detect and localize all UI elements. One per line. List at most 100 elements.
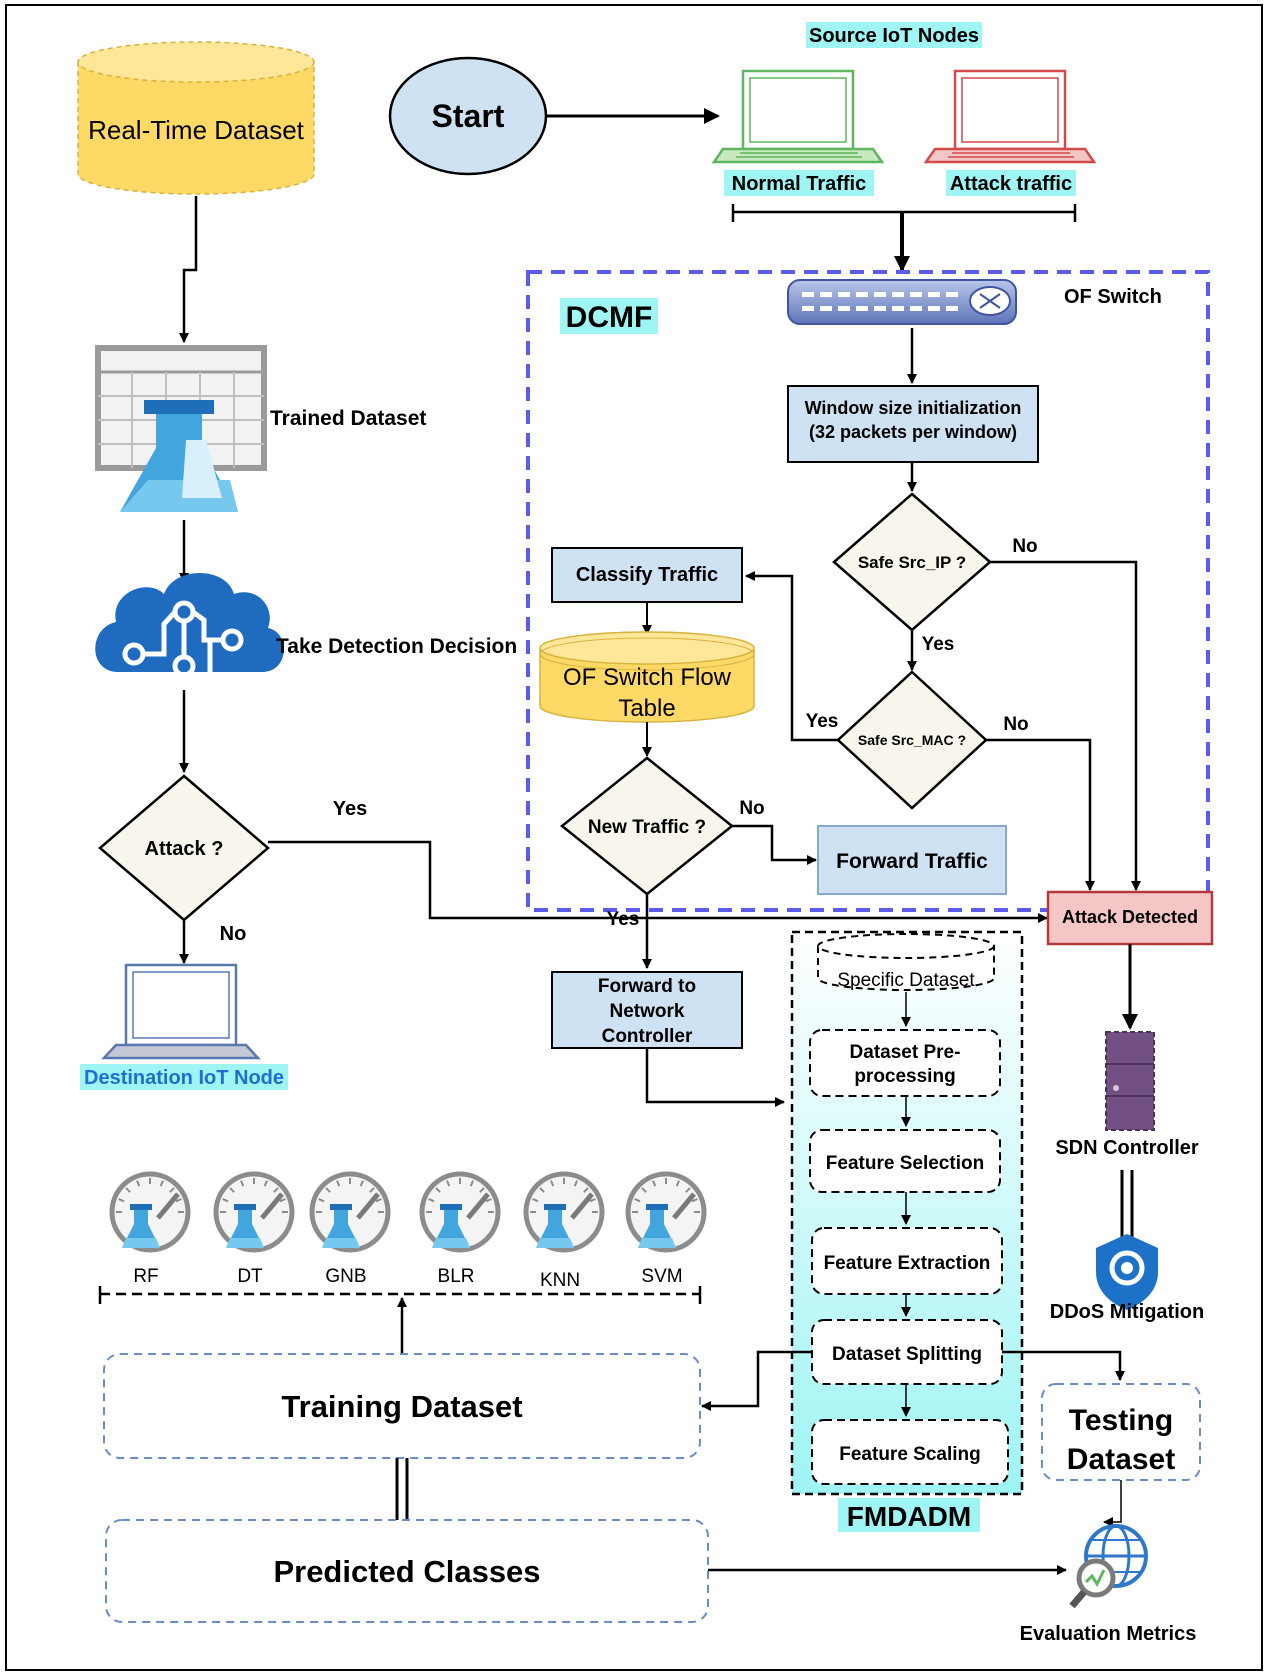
- destination-highlight: [80, 1064, 288, 1090]
- feature-extraction-label: Feature Extraction: [824, 1253, 991, 1274]
- mac-no-label: No: [1003, 714, 1028, 735]
- arrow-ip-no-to-detected: [990, 560, 1141, 891]
- feature-scaling-label: Feature Scaling: [839, 1444, 981, 1465]
- forward-traffic-box: [817, 825, 1007, 895]
- fmdadm-highlight: [838, 1498, 980, 1532]
- model-dt-icon: [213, 1171, 295, 1253]
- ip-no-label: No: [1012, 536, 1037, 557]
- window-init-line1: Window size initialization: [805, 398, 1022, 418]
- model-knn-label: KNN: [540, 1270, 580, 1291]
- arrow-new-no-to-forward: [732, 824, 817, 865]
- classify-traffic-box: [551, 547, 743, 603]
- evaluation-metrics-icon: [1069, 1524, 1148, 1609]
- brain-cloud-icon: [95, 573, 284, 678]
- dcmf-frame: [526, 270, 1210, 912]
- normal-traffic-highlight: [724, 170, 874, 196]
- specific-dataset-label: Specific Dataset: [837, 970, 975, 991]
- new-traffic-label: New Traffic ?: [588, 817, 706, 838]
- model-gnb-icon: [309, 1171, 391, 1253]
- flow-table-line1: OF Switch Flow: [563, 664, 732, 691]
- predicted-classes-box: [105, 1519, 709, 1623]
- attack-decision-label: Attack ?: [145, 838, 224, 860]
- window-init-box: [787, 385, 1039, 463]
- forward-controller-box: [551, 971, 743, 1049]
- model-blr-icon: [419, 1171, 501, 1253]
- safe-src-mac-label: Safe Src_MAC ?: [858, 732, 966, 748]
- of-switch-label: OF Switch: [1064, 286, 1162, 308]
- testing-dataset-line1: Testing: [1069, 1404, 1173, 1437]
- dcmf-label: DCMF: [566, 301, 653, 334]
- model-rf-icon: [109, 1171, 191, 1253]
- model-blr-label: BLR: [438, 1266, 475, 1287]
- forward-controller-line2: Network: [610, 1001, 685, 1022]
- training-dataset-box: [103, 1353, 701, 1459]
- fmdadm-label: FMDADM: [847, 1501, 971, 1532]
- model-dt-label: DT: [237, 1266, 263, 1287]
- attack-traffic-label: Attack traffic: [950, 173, 1072, 195]
- safe-src-ip-label: Safe Src_IP ?: [858, 553, 966, 572]
- sdn-controller-icon: [1105, 1031, 1155, 1131]
- flow-table-line2: Table: [618, 695, 675, 722]
- normal-traffic-label: Normal Traffic: [732, 173, 866, 195]
- testing-dataset-box: [1041, 1383, 1201, 1481]
- model-svm-icon: [625, 1171, 707, 1253]
- feature-selection-box: [809, 1129, 1001, 1193]
- shield-icon: [1096, 1234, 1158, 1310]
- take-detection-label: Take Detection Decision: [276, 635, 517, 658]
- start-label: Start: [432, 98, 505, 134]
- attack-detected-box: [1046, 890, 1214, 946]
- real-time-dataset-label: Real-Time Dataset: [88, 115, 305, 145]
- training-dataset-label: Training Dataset: [281, 1389, 522, 1424]
- specific-dataset-cylinder: [817, 933, 995, 991]
- preprocessing-box: [809, 1029, 1001, 1097]
- new-no-label: No: [739, 798, 764, 819]
- source-nodes-highlight: [806, 22, 982, 48]
- arrow-controller-to-fmdadm: [645, 1048, 785, 1107]
- arrow-mac-no-to-detected: [986, 738, 1095, 891]
- arrow-splitting-to-testing: [1002, 1350, 1125, 1381]
- laptop-red-icon: [923, 69, 1097, 164]
- sdn-controller-label: SDN Controller: [1055, 1137, 1199, 1159]
- trained-dataset-label: Trained Dataset: [270, 407, 426, 430]
- outer-frame: [5, 4, 1263, 1671]
- model-svm-label: SVM: [641, 1266, 682, 1287]
- arrow-mac-yes-to-classify: [745, 571, 838, 742]
- model-rf-label: RF: [133, 1266, 158, 1287]
- destination-label: Destination IoT Node: [84, 1067, 284, 1089]
- safe-src-mac-diamond: [836, 670, 988, 810]
- window-init-line2: (32 packets per window): [809, 422, 1017, 442]
- model-knn-icon: [523, 1171, 605, 1253]
- source-nodes-label: Source IoT Nodes: [809, 25, 979, 47]
- attack-traffic-highlight: [946, 170, 1076, 196]
- attack-detected-label: Attack Detected: [1062, 907, 1198, 927]
- preprocessing-line1: Dataset Pre-: [850, 1042, 961, 1063]
- ddos-mitigation-label: DDoS Mitigation: [1050, 1301, 1204, 1323]
- of-switch-icon: [787, 279, 1017, 325]
- laptop-destination-icon: [101, 963, 261, 1060]
- dataset-splitting-label: Dataset Splitting: [832, 1344, 982, 1365]
- new-yes-label: Yes: [607, 909, 640, 930]
- preprocessing-line2: processing: [854, 1066, 955, 1087]
- trained-dataset-icon: [95, 345, 267, 512]
- arrow-splitting-to-training: [701, 1350, 812, 1411]
- fmdadm-frame: [790, 930, 1024, 1496]
- forward-traffic-label: Forward Traffic: [836, 850, 988, 873]
- ip-yes-label: Yes: [922, 634, 955, 655]
- attack-no-label: No: [220, 923, 247, 945]
- forward-controller-line3: Controller: [602, 1026, 693, 1047]
- mac-yes-label: Yes: [806, 711, 839, 732]
- arrow-dataset-to-trained: [179, 196, 198, 343]
- evaluation-metrics-label: Evaluation Metrics: [1020, 1623, 1197, 1645]
- feature-selection-label: Feature Selection: [826, 1153, 984, 1174]
- arrow-attack-yes-to-detected: [268, 840, 1048, 923]
- classify-traffic-label: Classify Traffic: [576, 564, 718, 586]
- laptop-green-icon: [711, 69, 885, 164]
- predicted-classes-label: Predicted Classes: [273, 1554, 540, 1589]
- attack-yes-label: Yes: [333, 798, 367, 820]
- forward-controller-line1: Forward to: [598, 976, 696, 997]
- arrow-testing-to-evaluation: [1103, 1480, 1122, 1527]
- models-bracket: [98, 1286, 702, 1304]
- feature-scaling-box: [811, 1419, 1009, 1485]
